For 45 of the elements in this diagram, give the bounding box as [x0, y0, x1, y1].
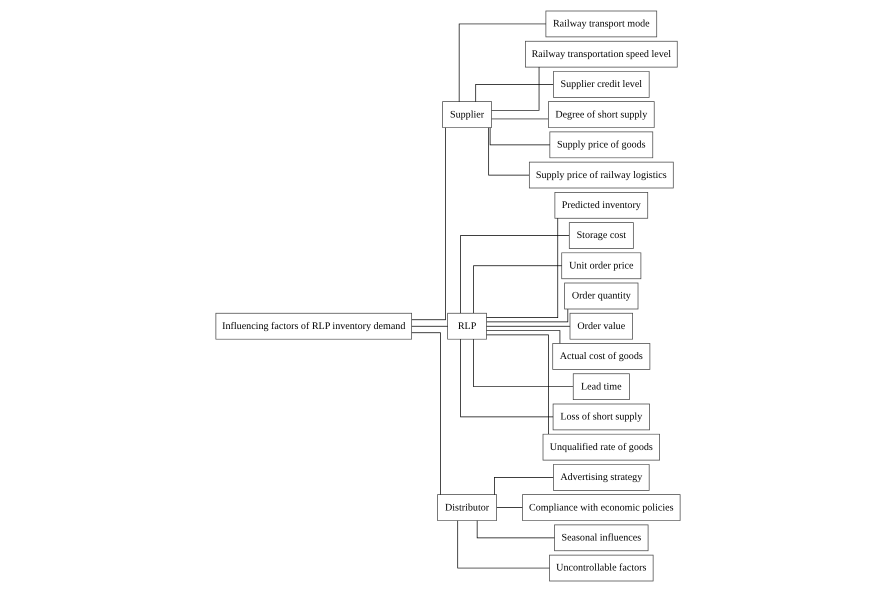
- connector: [458, 24, 546, 102]
- node-box: Distributor: [436, 494, 496, 521]
- connector: [486, 330, 560, 344]
- node-box: Lead time: [572, 373, 630, 400]
- connector: [486, 334, 548, 434]
- connector: [410, 332, 440, 495]
- connector: [411, 127, 446, 320]
- node-box: Supply price of goods: [548, 132, 653, 158]
- node-box: Unqualified rate of goods: [542, 434, 660, 460]
- node-box: Compliance with economic policies: [522, 494, 680, 521]
- node-box: Supplier: [442, 101, 492, 128]
- connector: [476, 520, 554, 538]
- node-box: Supply price of railway logistics: [528, 162, 674, 188]
- connector: [472, 265, 562, 314]
- connector: [460, 235, 569, 314]
- connector: [410, 326, 448, 327]
- node-box: Influencing factors of RLP inventory demand: [215, 312, 412, 340]
- connector: [488, 127, 529, 176]
- connector: [460, 338, 553, 418]
- node-box: Unit order price: [560, 252, 641, 280]
- node-box: Degree of short supply: [548, 101, 654, 128]
- connector: [490, 66, 539, 111]
- connector: [494, 477, 554, 495]
- connector: [489, 127, 550, 146]
- node-box: Predicted inventory: [554, 192, 648, 219]
- node-box: Advertising strategy: [552, 464, 650, 491]
- node-box: Order value: [569, 312, 632, 340]
- node-box: Storage cost: [568, 222, 634, 249]
- connector: [486, 308, 568, 322]
- connector: [474, 84, 553, 102]
- node-box: Railway transportation speed level: [524, 40, 678, 68]
- node-box: RLP: [446, 312, 486, 340]
- connector: [456, 520, 550, 568]
- node-box: Order quantity: [564, 282, 638, 310]
- connector: [496, 507, 522, 508]
- node-box: Supplier credit level: [552, 71, 650, 98]
- node-box: Actual cost of goods: [552, 343, 650, 370]
- node-box: Loss of short supply: [552, 404, 650, 430]
- connector: [472, 339, 573, 388]
- connector: [486, 218, 558, 318]
- connector: [490, 118, 548, 120]
- node-box: Uncontrollable factors: [548, 554, 653, 582]
- connector: [486, 326, 570, 327]
- node-box: Seasonal influences: [554, 524, 648, 552]
- node-box: Railway transport mode: [545, 10, 657, 38]
